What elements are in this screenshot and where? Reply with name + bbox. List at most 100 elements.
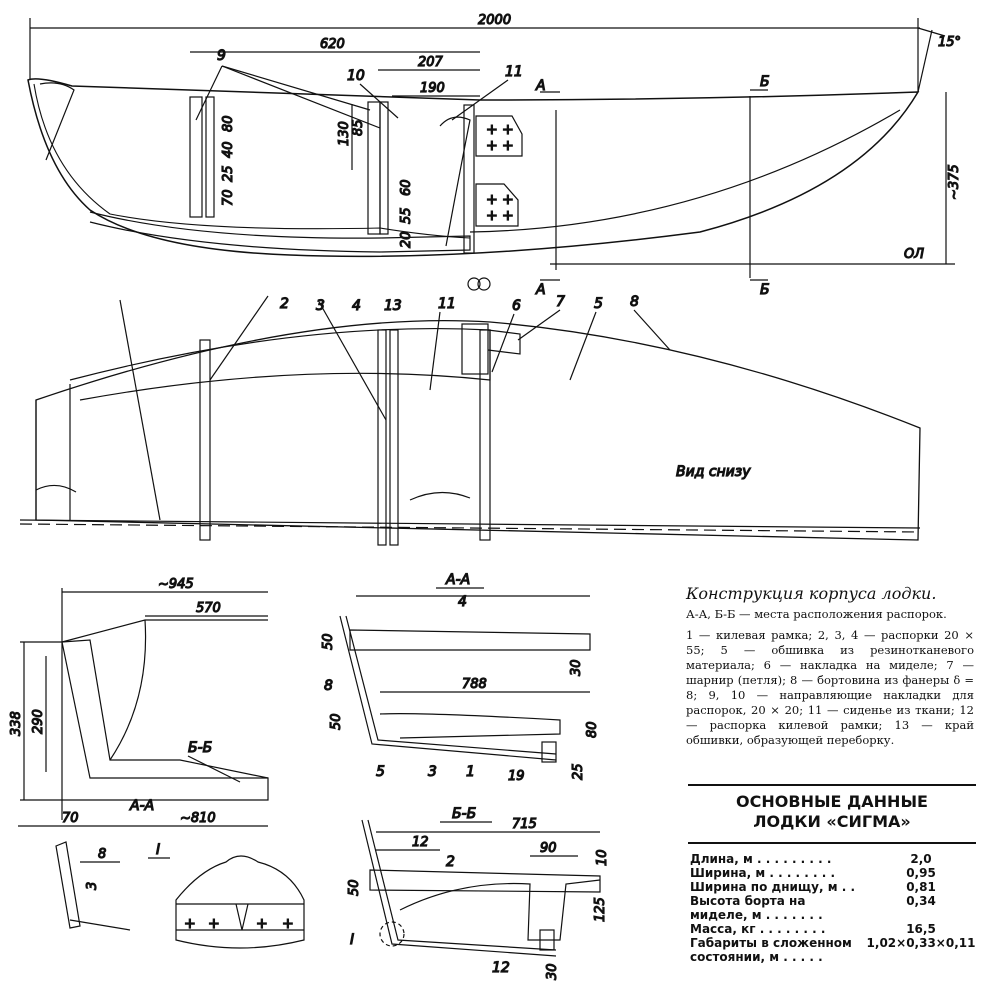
dim-945: ~945 — [158, 577, 194, 592]
dim-aa-19: 19 — [508, 769, 525, 784]
dim-aa-30: 30 — [569, 659, 584, 676]
dim-620: 620 — [320, 37, 345, 52]
callout-11b: 11 — [438, 296, 456, 312]
dim-bb-715: 715 — [512, 817, 537, 832]
section-aa-title: А-А — [445, 572, 470, 588]
data-title: ОСНОВНЫЕ ДАННЫЕ ЛОДКИ «СИГМА» — [690, 792, 974, 832]
svg-text:+: + — [502, 138, 514, 154]
section-a-top: А — [535, 78, 546, 94]
spec-name: Высота борта на миделе, м . . . . . . . — [690, 894, 823, 922]
svg-text:+: + — [486, 208, 498, 224]
dim-207: 207 — [418, 55, 444, 70]
spec-value: 0,95 — [906, 866, 936, 880]
callout-10: 10 — [347, 68, 365, 84]
callout-bb-12: 12 — [492, 960, 510, 976]
dim-aa-788: 788 — [462, 677, 487, 692]
callout-aa-4: 4 — [458, 594, 467, 610]
spec-row: Масса, кг . . . . . . . .16,5 — [690, 922, 976, 936]
spec-name: Масса, кг . . . . . . . . — [690, 922, 826, 936]
detail-i: I 8 3 — [55, 841, 170, 931]
spec-row: Ширина по днищу, м . . 0,81 — [690, 880, 976, 894]
caption-title: Конструкция корпуса лодки. — [686, 584, 937, 603]
dim-338: 338 — [9, 711, 24, 736]
callout-aa-8: 8 — [324, 678, 333, 694]
callout-bb-2: 2 — [446, 854, 455, 870]
section-bb: Б-Б 715 12 90 10 50 125 30 2 12 I — [346, 805, 610, 980]
callout-8: 8 — [630, 294, 639, 310]
dim-bb-30: 30 — [545, 963, 560, 980]
callout-aa-1: 1 — [466, 764, 475, 780]
detail-i-title: I — [156, 842, 160, 858]
plan-bb-label: Б-Б — [188, 740, 212, 756]
spec-row: Высота борта на миделе, м . . . . . . .0… — [690, 894, 976, 922]
callout-9: 9 — [217, 48, 226, 64]
dim-80: 80 — [221, 115, 236, 132]
svg-text:+: + — [208, 916, 220, 932]
dim-70-plan: 70 — [62, 811, 79, 826]
dim-detail-3: 3 — [85, 882, 100, 890]
callout-11: 11 — [505, 64, 523, 80]
svg-text:+: + — [486, 138, 498, 154]
detail-i-callout: I — [350, 932, 354, 948]
plan-aa-label: А-А — [129, 798, 154, 814]
dim-angle: 15° — [938, 35, 961, 50]
svg-text:+: + — [256, 916, 268, 932]
spec-name: Ширина по днищу, м . . — [690, 880, 856, 894]
dim-810: ~810 — [180, 811, 216, 826]
dim-bb-10: 10 — [595, 849, 610, 866]
caption-legend: 1 — килевая рамка; 2, 3, 4 — распорки 20… — [686, 628, 974, 747]
spec-name: Ширина, м . . . . . . . . — [690, 866, 836, 880]
dim-bb-50: 50 — [347, 879, 362, 896]
dim-70: 70 — [221, 189, 236, 206]
hull-cross-section: + + + + — [175, 855, 305, 949]
callout-2: 2 — [280, 296, 289, 312]
specs-table: Длина, м . . . . . . . . . 2,0 Ширина, м … — [690, 852, 976, 964]
dim-40: 40 — [221, 141, 236, 158]
callout-5: 5 — [594, 296, 603, 312]
dim-aa-25: 25 — [571, 763, 586, 780]
dim-aa-50: 50 — [321, 633, 336, 650]
callout-3: 3 — [316, 298, 325, 314]
spec-row: Ширина, м . . . . . . . . 0,95 — [690, 866, 976, 880]
svg-text:+: + — [502, 192, 514, 208]
dim-total-length: 2000 — [478, 13, 511, 28]
dim-bb-90: 90 — [540, 841, 557, 856]
callout-13: 13 — [384, 298, 402, 314]
dim-130: 130 — [337, 121, 352, 146]
svg-text:+: + — [486, 192, 498, 208]
dim-height-375: ~375 — [947, 164, 962, 200]
bottom-view-label: Вид снизу — [676, 464, 751, 480]
spec-row: Длина, м . . . . . . . . . 2,0 — [690, 852, 976, 866]
dim-aa-50b: 50 — [329, 713, 344, 730]
spec-row: Габариты в сложенном состоянии, м . . . … — [690, 936, 976, 964]
dim-60: 60 — [399, 179, 414, 196]
svg-text:+: + — [486, 122, 498, 138]
svg-text:+: + — [502, 208, 514, 224]
spec-name: Длина, м . . . . . . . . . — [690, 852, 832, 866]
svg-text:+: + — [282, 916, 294, 932]
figure-caption: Конструкция корпуса лодки. А-А, Б-Б — ме… — [686, 586, 974, 754]
data-title-line1: ОСНОВНЫЕ ДАННЫЕ — [736, 792, 928, 811]
svg-text:+: + — [184, 916, 196, 932]
svg-text:+: + — [502, 122, 514, 138]
section-aa: А-А 788 50 30 50 80 25 19 4 8 5 3 1 — [320, 571, 600, 784]
callout-aa-5: 5 — [376, 764, 385, 780]
section-b-bottom: Б — [760, 282, 770, 298]
section-a-bottom: А — [535, 282, 546, 298]
callout-7: 7 — [556, 294, 565, 310]
spec-value: 0,81 — [906, 880, 936, 894]
dim-570: 570 — [196, 601, 221, 616]
dim-20: 20 — [399, 231, 414, 248]
callout-aa-3: 3 — [428, 764, 437, 780]
dim-85: 85 — [351, 119, 366, 136]
callout-4: 4 — [352, 298, 361, 314]
dim-bb-125: 125 — [593, 897, 608, 922]
dim-aa-80: 80 — [585, 721, 600, 738]
spec-value: 2,0 — [910, 852, 932, 866]
dim-55: 55 — [399, 207, 414, 224]
keel-frame-plan: ~945 570 338 290 Б-Б А-А 70 ~810 — [8, 576, 269, 827]
caption-sections-note: А-А, Б-Б — места расположения распорок. — [686, 607, 947, 621]
spec-value: 1,02×0,33×0,11 — [866, 936, 976, 950]
spec-name: Габариты в сложенном состоянии, м . . . … — [690, 936, 852, 964]
